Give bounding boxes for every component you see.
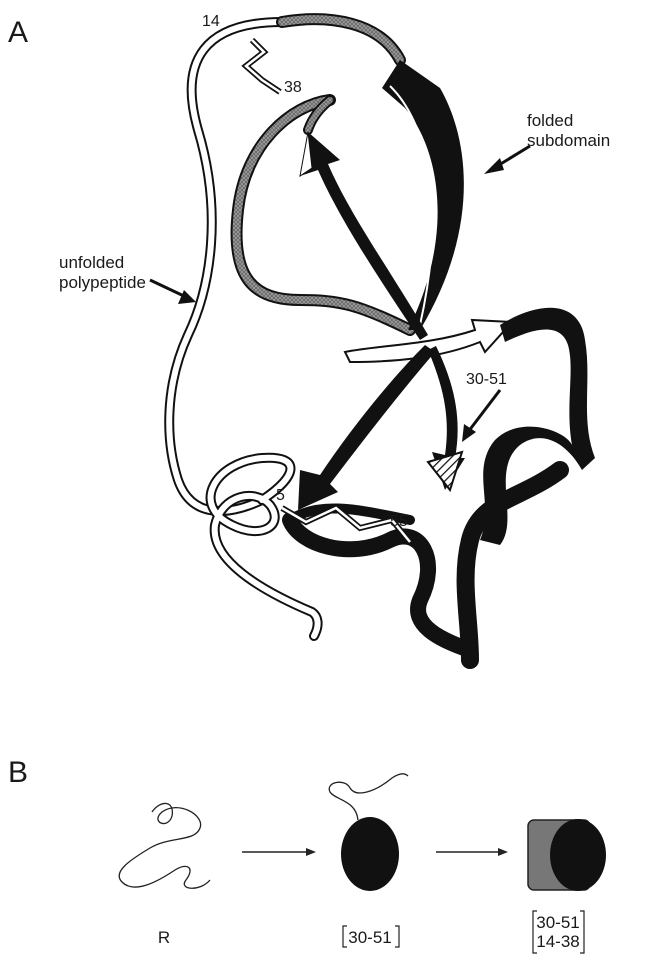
disulfide-30-51-label: 30-51 [466,371,507,388]
state-2-label-text: 30-51 [348,928,391,947]
state-30-51-label: 30-51 [343,926,399,947]
residue-55-label: 55 [390,513,408,530]
top-hatched-tube [282,19,400,60]
inner-hatched-loop [237,100,410,330]
transition-arrow-1 [242,848,316,856]
transition-arrow-2 [436,848,508,856]
residue-38-label: 38 [284,79,302,96]
panel-a: A [8,13,610,660]
folded-subdomain-strands [290,60,595,660]
panel-b: B R 30-51 30-51 [8,756,606,953]
residue-14-label: 14 [202,13,220,30]
state-3-label-line1: 30-51 [536,913,579,932]
unfolded-label-line1: unfolded [59,253,124,272]
panel-b-letter: B [8,756,28,789]
intermediate-30-51 [329,774,408,891]
intermediate-30-51-14-38 [528,819,606,891]
folded-label-line2: subdomain [527,131,610,150]
folded-label-line1: folded [527,111,573,130]
disulfide-14-38 [246,40,280,92]
panel-a-letter: A [8,16,28,49]
pointer-unfolded [150,280,196,304]
pointer-30-51 [462,390,500,442]
state-r-label: R [158,928,170,947]
state-30-51-14-38-label: 30-51 14-38 [533,911,584,953]
random-coil-r [119,803,210,888]
state-3-label-line2: 14-38 [536,932,579,951]
unfolded-label-line2: polypeptide [59,273,146,292]
pointer-folded [484,146,530,174]
residue-5-label: 5 [276,487,285,504]
